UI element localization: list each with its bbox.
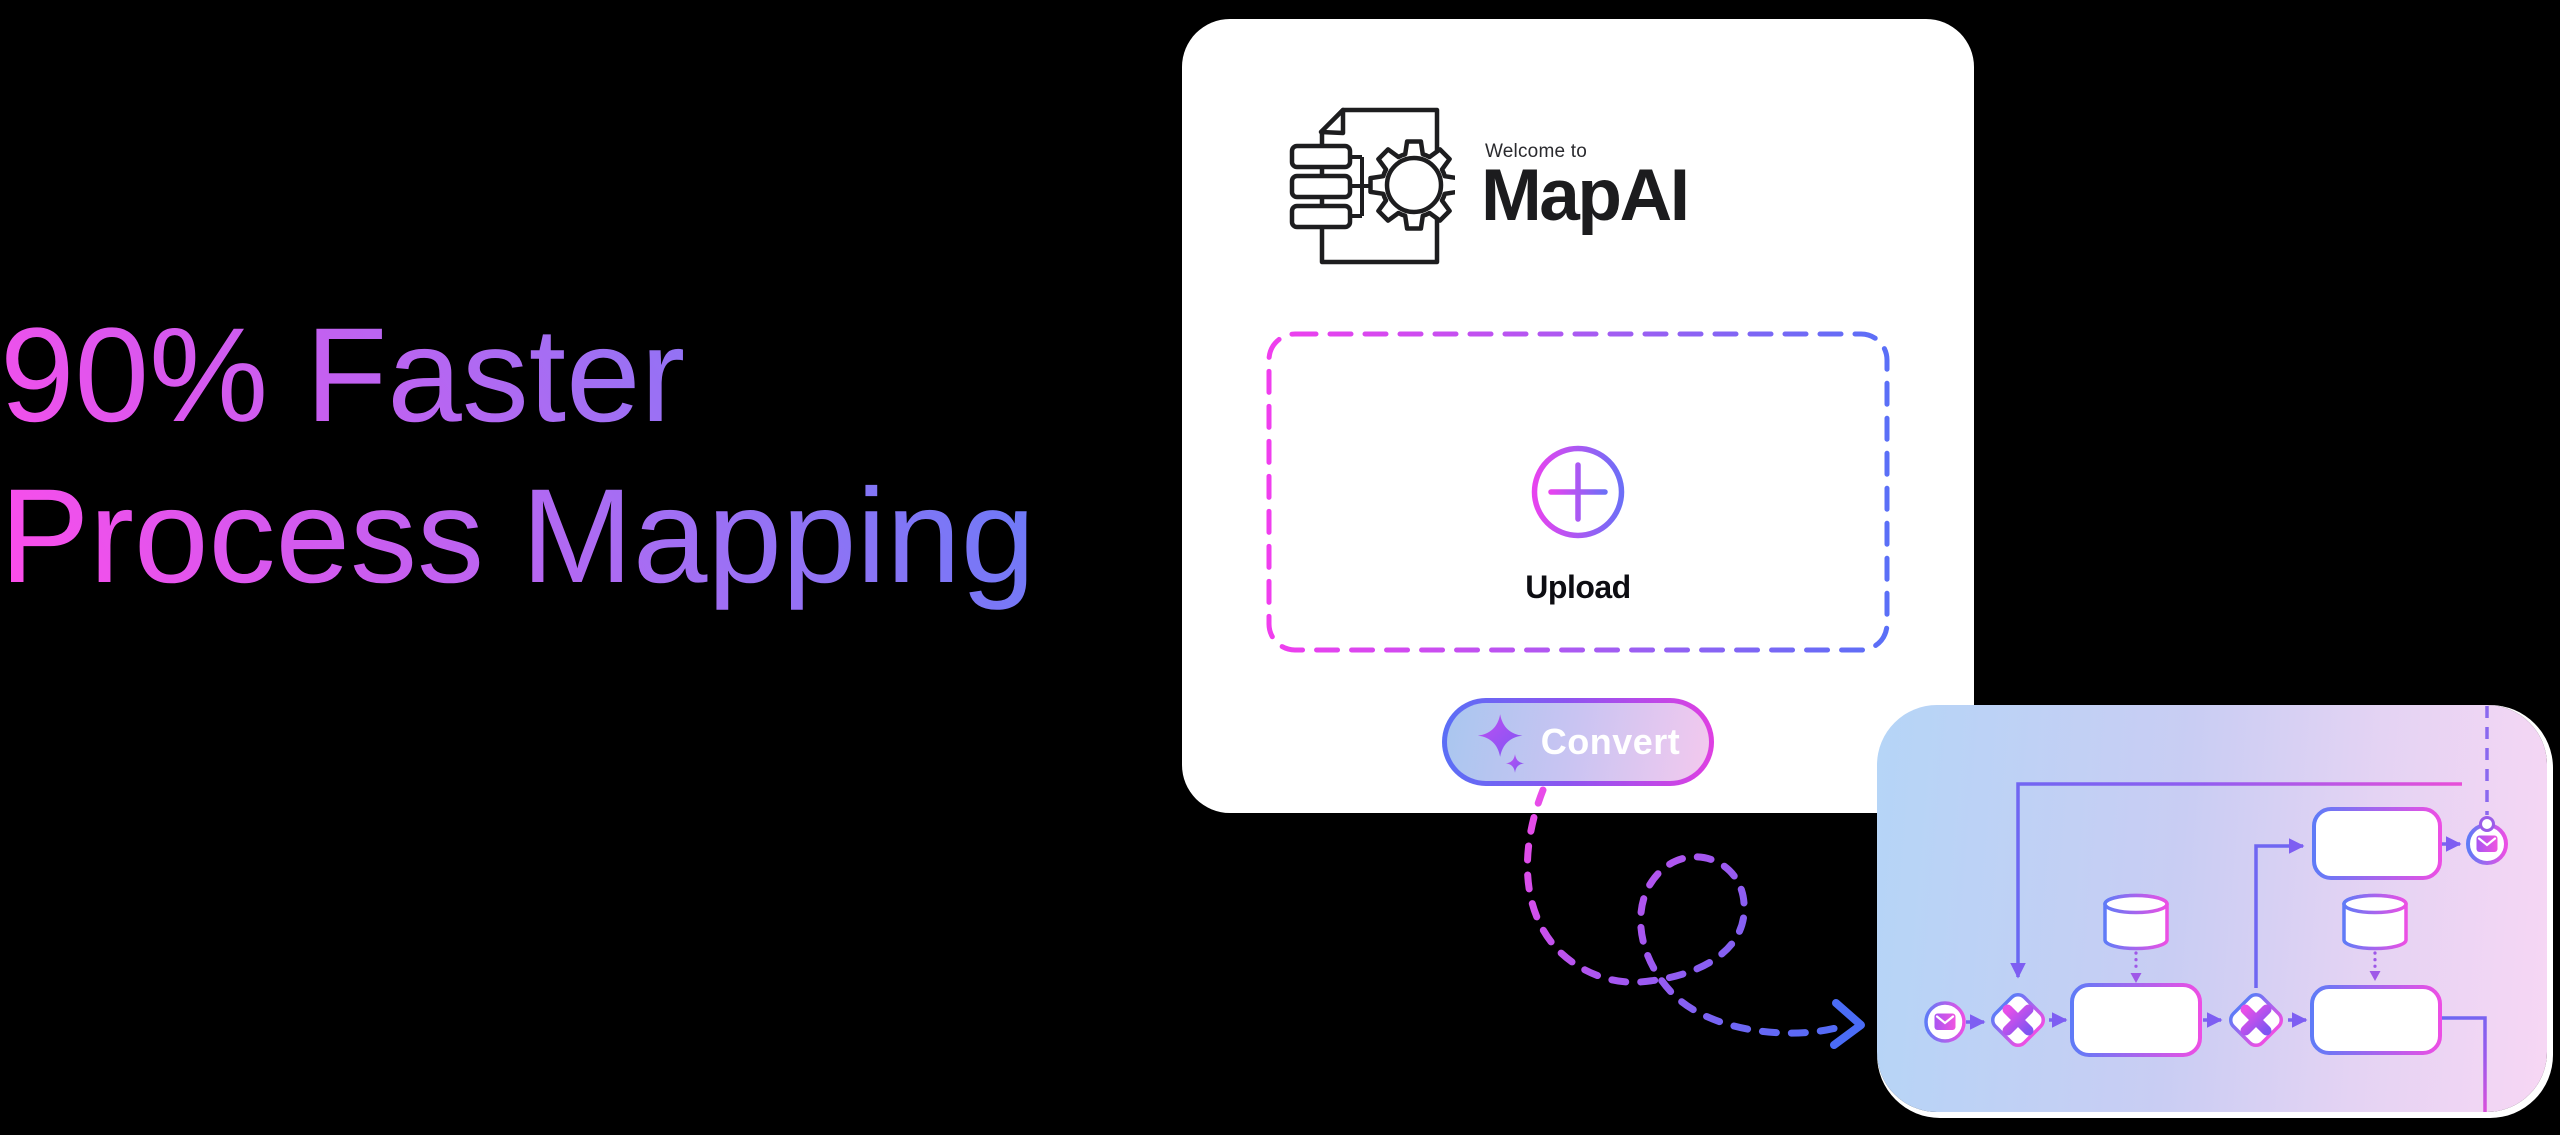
- task-output-connector: [2440, 1016, 2487, 1112]
- headline: 90% Faster Process Mapping: [0, 296, 1035, 618]
- data-store-icon: [2103, 893, 2169, 951]
- welcome-label: Welcome to: [1485, 141, 1587, 162]
- exclusive-gateway-icon: [1990, 992, 2046, 1048]
- sparkle-icon: [1477, 714, 1525, 773]
- data-store-icon: [2342, 893, 2408, 951]
- message-start-event-icon: [1924, 1001, 1966, 1043]
- bpmn-connectors: [1966, 706, 2489, 1112]
- bpmn-preview-card: [1877, 705, 2547, 1112]
- plus-icon[interactable]: [1529, 443, 1627, 541]
- message-end-event-icon: [2466, 816, 2508, 865]
- brand-title: MapAI: [1481, 155, 1690, 236]
- task-node: [2312, 807, 2442, 880]
- mapai-panel: Welcome to MapAI Upload: [1182, 19, 1974, 813]
- headline-line-1: 90% Faster: [0, 301, 686, 450]
- arrowhead-icon: [1830, 999, 1865, 1049]
- task-node: [2310, 985, 2442, 1055]
- convert-button[interactable]: Convert: [1442, 698, 1714, 786]
- gateway-up-connector: [2254, 838, 2305, 988]
- headline-line-2: Process Mapping: [0, 461, 1036, 611]
- bpmn-diagram: [1924, 706, 2508, 1112]
- task-node: [2070, 983, 2202, 1057]
- dropzone-dashed-border: [1266, 331, 1890, 653]
- exclusive-gateway-icon: [2228, 992, 2284, 1048]
- upload-label: Upload: [1525, 569, 1631, 605]
- loopback-connector: [2010, 782, 2462, 979]
- document-gear-logo-icon: [1289, 107, 1455, 265]
- upload-dropzone[interactable]: Upload: [1266, 331, 1890, 653]
- convert-button-label: Convert: [1540, 721, 1681, 762]
- gear-icon: [1368, 139, 1455, 231]
